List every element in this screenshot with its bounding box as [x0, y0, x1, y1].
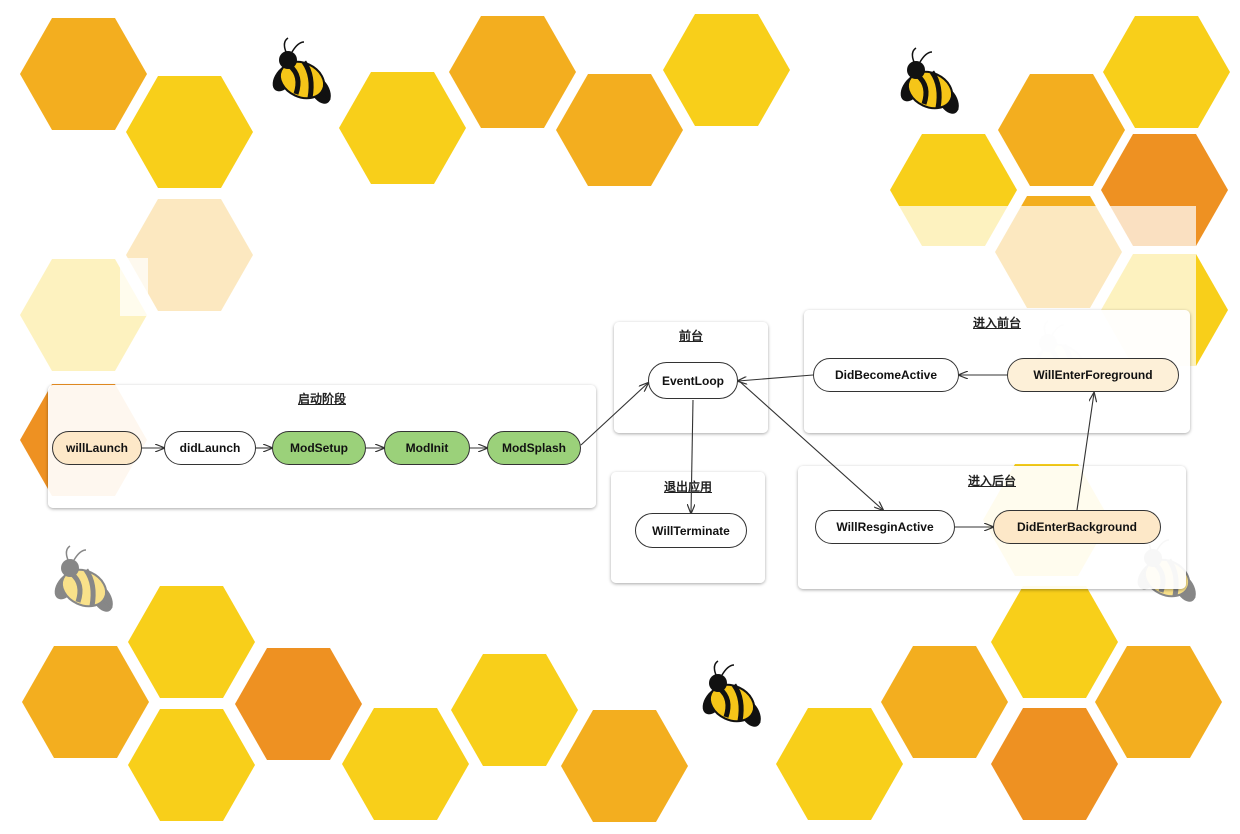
hexagon	[235, 648, 362, 760]
arrow-event-loop-to-will-terminate	[691, 399, 693, 513]
hexagon	[1095, 646, 1222, 758]
node-event-loop[interactable]: EventLoop	[648, 362, 738, 399]
node-mod-init[interactable]: ModInit	[384, 431, 470, 465]
node-did-become-active[interactable]: DidBecomeActive	[813, 358, 959, 392]
hexagon	[998, 74, 1125, 186]
hexagon	[22, 646, 149, 758]
hexagon	[881, 646, 1008, 758]
background-fade	[18, 258, 148, 378]
hexagon	[342, 708, 469, 820]
hexagon	[451, 654, 578, 766]
arrow-did-enter-background-to-will-enter-foreground	[1076, 393, 1094, 511]
hexagon	[449, 16, 576, 128]
node-mod-splash[interactable]: ModSplash	[487, 431, 581, 465]
node-will-terminate[interactable]: WillTerminate	[635, 513, 747, 548]
hexagon	[126, 76, 253, 188]
hexagon	[561, 710, 688, 822]
node-will-resign-active[interactable]: WillResginActive	[815, 510, 955, 544]
panel-title-startup: 启动阶段	[297, 392, 346, 406]
hexagon	[663, 14, 790, 126]
hexagon	[339, 72, 466, 184]
hexagon	[991, 708, 1118, 820]
arrow-did-become-active-to-event-loop	[738, 374, 814, 381]
hexagon	[128, 586, 255, 698]
panel-title-exit: 退出应用	[663, 480, 712, 494]
node-will-enter-foreground[interactable]: WillEnterForeground	[1007, 358, 1179, 392]
node-did-launch[interactable]: didLaunch	[164, 431, 256, 465]
panel-title-foreground: 前台	[678, 329, 703, 343]
arrow-event-loop-to-will-resign-active	[737, 379, 883, 510]
node-did-enter-background[interactable]: DidEnterBackground	[993, 510, 1161, 544]
node-will-launch[interactable]: willLaunch	[52, 431, 142, 465]
hexagon	[776, 708, 903, 820]
panel-title-enter-background: 进入后台	[967, 474, 1016, 488]
hexagon	[20, 18, 147, 130]
hexagon	[556, 74, 683, 186]
node-mod-setup[interactable]: ModSetup	[272, 431, 366, 465]
arrow-mod-splash-to-event-loop	[580, 383, 648, 446]
hexagon	[1103, 16, 1230, 128]
panel-title-enter-foreground: 进入前台	[972, 316, 1021, 330]
hexagon	[128, 709, 255, 821]
hexagon	[991, 586, 1118, 698]
